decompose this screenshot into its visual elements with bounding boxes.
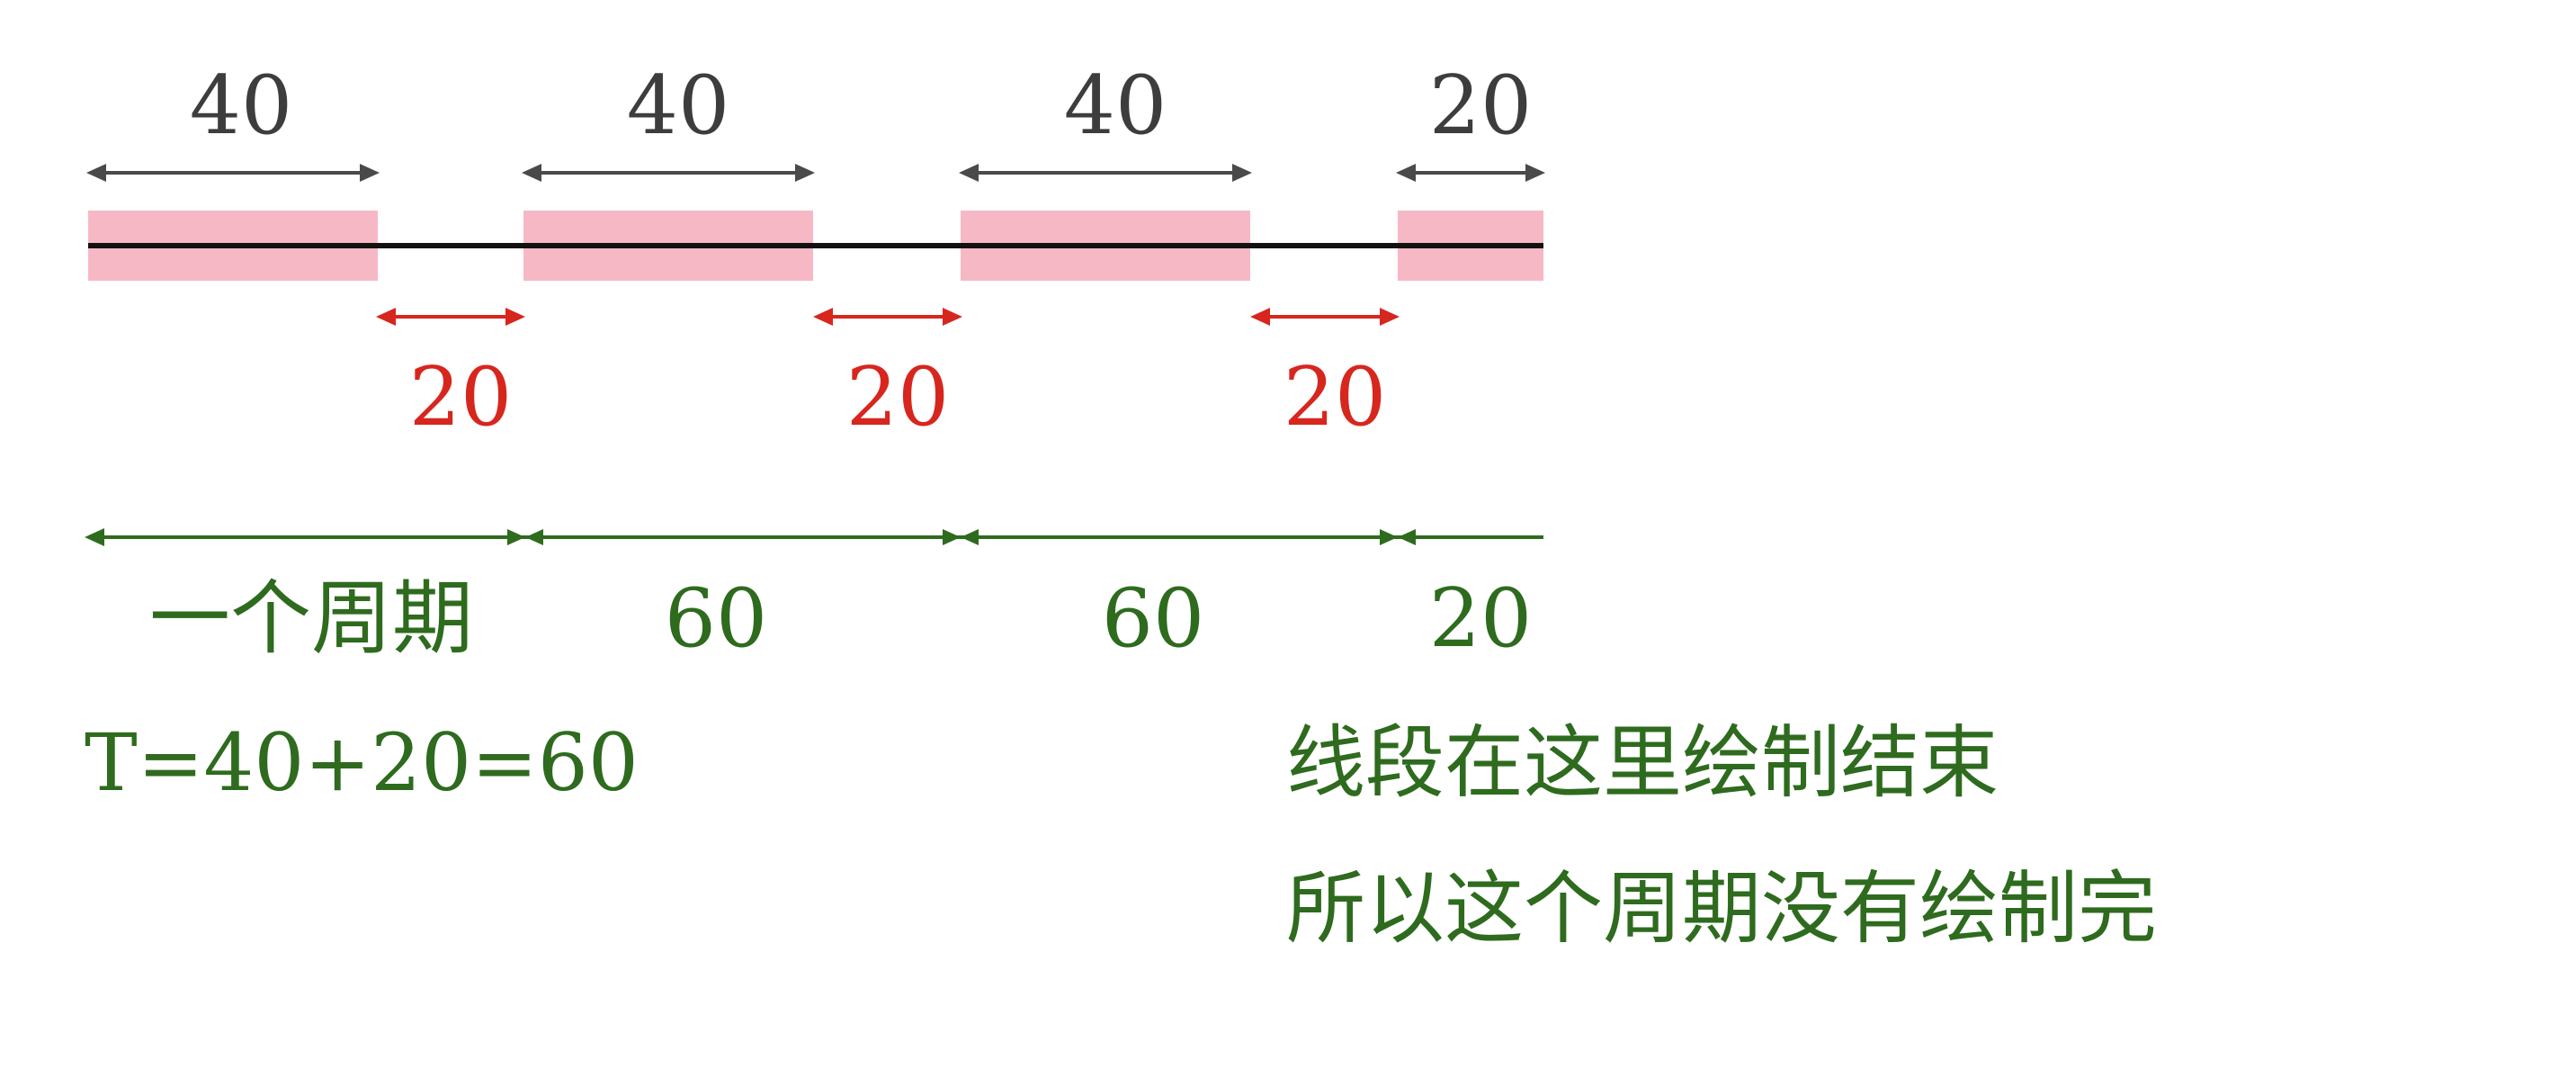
- period-label-1: 一个周期: [149, 571, 473, 666]
- period-label-4: 20: [1429, 571, 1533, 666]
- period-line: [85, 528, 1543, 546]
- period-divider-3: [1380, 529, 1416, 545]
- gap-arrow-1: [376, 308, 525, 326]
- period-label-2: 60: [665, 571, 768, 666]
- gap-arrow-3: [1250, 308, 1400, 326]
- gap-label-3: 20: [1284, 350, 1387, 445]
- dash-label-2: 40: [627, 58, 730, 153]
- dash-length-arrows: [86, 164, 1545, 182]
- period-divider-2: [943, 529, 979, 545]
- period-divider-1: [507, 529, 543, 545]
- note-line-1: 线段在这里绘制结束: [1286, 716, 1999, 809]
- dash-arrow-3: [959, 164, 1252, 182]
- period-formula: T=40+20=60: [85, 716, 639, 809]
- note-line-2: 所以这个周期没有绘制完: [1286, 862, 2157, 955]
- period-label-3: 60: [1102, 571, 1205, 666]
- period-start-arrowhead: [85, 528, 104, 546]
- dash-length-labels: 40 40 40 20: [190, 58, 1533, 153]
- notes: 线段在这里绘制结束 所以这个周期没有绘制完: [1286, 716, 2157, 955]
- period-labels: 一个周期 60 60 20: [149, 571, 1532, 666]
- dash-arrow-1: [86, 164, 380, 182]
- gap-labels: 20 20 20: [409, 350, 1387, 445]
- gap-arrow-2: [813, 308, 962, 326]
- dash-label-3: 40: [1064, 58, 1167, 153]
- gap-label-2: 20: [846, 350, 950, 445]
- dash-label-1: 40: [190, 58, 293, 153]
- gap-arrows: [376, 308, 1400, 326]
- gap-label-1: 20: [409, 350, 513, 445]
- dash-arrow-4: [1396, 164, 1545, 182]
- dash-arrow-2: [522, 164, 815, 182]
- dash-label-4: 20: [1429, 58, 1533, 153]
